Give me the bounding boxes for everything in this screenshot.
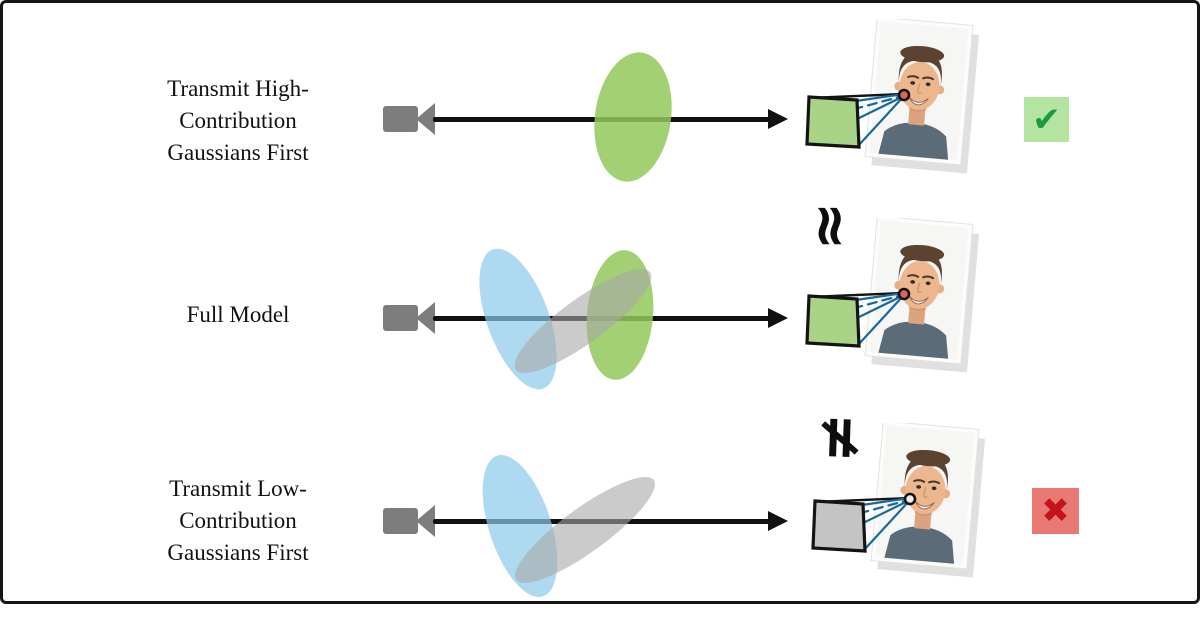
rendered-view xyxy=(811,423,987,579)
video-camera-icon xyxy=(383,505,435,537)
label-line: Full Model xyxy=(186,302,290,327)
focal-point xyxy=(903,492,917,506)
figure-canvas: { "figure_type": "gaussian-splat-transmi… xyxy=(0,0,1200,606)
row-label: Transmit Low- Contribution Gaussians Fir… xyxy=(88,473,388,569)
label-line: Transmit Low- xyxy=(169,476,307,501)
camera-body xyxy=(383,305,418,331)
label-line: Contribution xyxy=(179,508,297,533)
label-line: Gaussians First xyxy=(167,140,309,165)
checkmark-icon: ✔ xyxy=(1032,99,1061,140)
label-line: Gaussians First xyxy=(167,540,309,565)
focal-point xyxy=(897,88,911,102)
camera-body xyxy=(383,106,418,132)
camera-lens xyxy=(416,302,435,334)
image-plane-gray xyxy=(811,499,867,553)
camera-body xyxy=(383,508,418,534)
gaussian-ellipse-green xyxy=(586,47,680,187)
video-camera-icon xyxy=(383,302,435,334)
image-plane-green xyxy=(805,294,861,348)
image-plane-green xyxy=(805,95,861,149)
correct-badge: ✔ xyxy=(1024,97,1069,142)
label-line: Transmit High- xyxy=(167,76,309,101)
incorrect-badge: ✖ xyxy=(1032,488,1079,534)
video-camera-icon xyxy=(383,103,435,135)
ray-arrowhead-icon xyxy=(768,109,788,129)
rendered-view xyxy=(805,218,981,374)
row-label: Transmit High- Contribution Gaussians Fi… xyxy=(88,73,388,169)
label-line: Contribution xyxy=(179,108,297,133)
rendered-view xyxy=(805,19,981,175)
cross-icon: ✖ xyxy=(1041,491,1070,531)
ray-arrowhead-icon xyxy=(768,308,788,328)
focal-point xyxy=(897,287,911,301)
row-label: Full Model xyxy=(88,299,388,331)
camera-lens xyxy=(416,505,435,537)
ray-arrowhead-icon xyxy=(768,511,788,531)
camera-lens xyxy=(416,103,435,135)
